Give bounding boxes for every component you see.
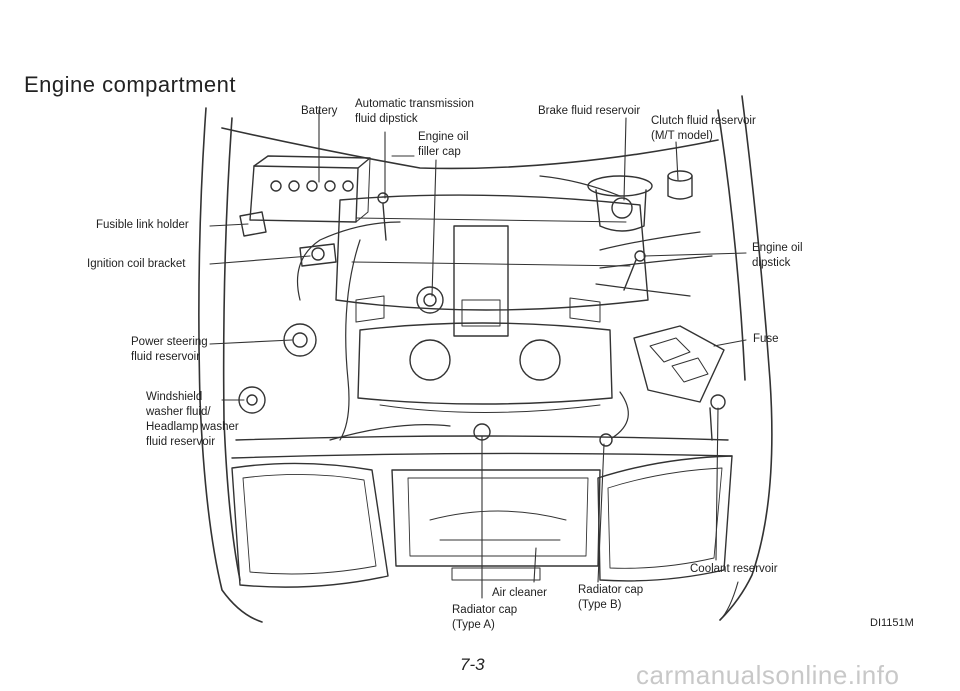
label-clutch-fluid-reservoir: Clutch fluid reservoir (M/T model) (651, 115, 756, 142)
engine-block (335, 194, 649, 413)
at-dipstick (377, 192, 389, 241)
label-radiator-cap-type-b: Radiator cap (Type B) (578, 584, 644, 611)
hood-outline (198, 95, 773, 623)
label-brake-fluid-reservoir: Brake fluid reservoir (538, 105, 641, 117)
label-air-cleaner: Air cleaner (492, 587, 547, 599)
brake-fluid-reservoir (587, 175, 653, 232)
engine-oil-dipstick (623, 250, 646, 291)
label-ignition-coil-bracket: Ignition coil bracket (87, 258, 186, 270)
headlamps (231, 455, 733, 588)
ignition-coil-bracket (299, 243, 337, 267)
fuse-box (633, 325, 725, 403)
label-radiator-cap-type-a: Radiator cap (Type A) (452, 604, 518, 631)
engine-oil-filler-cap (416, 286, 444, 314)
label-coolant-reservoir: Coolant reservoir (690, 563, 778, 575)
fusible-link-holder (239, 211, 267, 237)
label-engine-oil-dipstick: Engine oil dipstick (752, 242, 803, 269)
watermark: carmanualsonline.info (636, 660, 900, 690)
label-battery: Battery (301, 105, 338, 117)
label-fuse: Fuse (753, 333, 779, 345)
clutch-fluid-reservoir (667, 170, 693, 200)
battery (249, 155, 371, 223)
page-title: Engine compartment (24, 72, 236, 97)
label-power-steering-reservoir: Power steering fluid reservoir (131, 336, 208, 363)
label-engine-oil-filler-cap: Engine oil filler cap (418, 131, 469, 158)
label-fusible-link-holder: Fusible link holder (96, 219, 189, 231)
hoses (296, 175, 713, 441)
page-number: 7-3 (460, 655, 485, 674)
label-at-dipstick: Automatic transmission fluid dipstick (355, 98, 474, 125)
label-washer-fluid-reservoir: Windshield washer fluid/ Headlamp washer… (146, 391, 239, 448)
figure-code: DI1151M (870, 617, 914, 629)
radiator-caps (473, 423, 613, 447)
radiator-support (231, 435, 733, 581)
leader-lines (209, 109, 747, 621)
